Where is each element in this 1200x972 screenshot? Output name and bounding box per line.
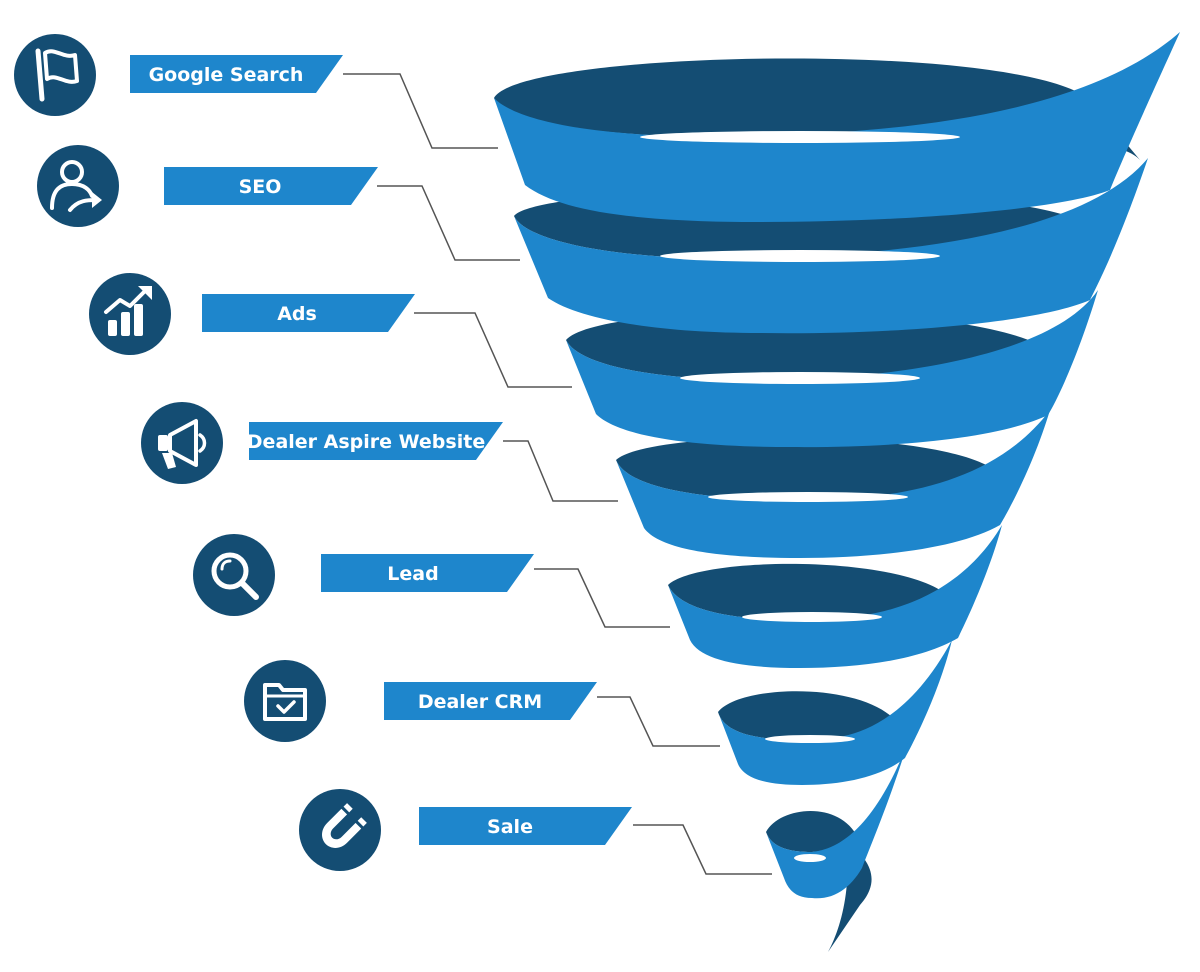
folder-check-icon xyxy=(244,660,326,742)
flag-icon xyxy=(14,34,96,116)
funnel-opening-1 xyxy=(640,131,960,143)
connector-2 xyxy=(377,185,520,261)
stage-label-dealer-crm: Dealer CRM xyxy=(384,682,597,720)
connector-4 xyxy=(503,440,618,502)
stage-label-text: SEO xyxy=(239,176,282,198)
ribbon-front-4 xyxy=(616,410,1050,558)
spiral-funnel xyxy=(494,32,1180,952)
stage-label-google-search: Google Search xyxy=(130,55,343,93)
connector-3 xyxy=(414,312,572,388)
funnel-opening-5 xyxy=(742,612,882,622)
connector-7 xyxy=(633,824,772,875)
funnel-opening-6 xyxy=(765,735,855,743)
user-share-icon xyxy=(37,145,119,227)
ribbon-front-6 xyxy=(718,640,952,785)
stage-label-sale: Sale xyxy=(419,807,632,845)
stage-label-text: Lead xyxy=(387,563,438,585)
funnel-opening-7 xyxy=(794,854,826,862)
stage-label-text: Dealer Aspire Website xyxy=(247,431,485,453)
stage-label-text: Ads xyxy=(277,303,317,325)
stage-label-text: Dealer CRM xyxy=(418,691,542,713)
ribbon-front-1 xyxy=(494,32,1180,222)
funnel-opening-3 xyxy=(680,372,920,384)
ribbon-front-2 xyxy=(514,158,1148,334)
connector-lines xyxy=(343,73,772,875)
connector-1 xyxy=(343,73,498,149)
funnel-opening-4 xyxy=(708,492,908,502)
ribbon-front-3 xyxy=(566,290,1098,448)
stage-label-ads: Ads xyxy=(202,294,415,332)
stage-label-dealer-aspire-website: Dealer Aspire Website xyxy=(247,422,503,460)
stage-label-text: Sale xyxy=(487,816,533,838)
ribbon-front-5 xyxy=(668,525,1002,668)
search-icon xyxy=(193,534,275,616)
connector-5 xyxy=(534,568,670,628)
growth-chart-icon xyxy=(89,273,171,355)
stage-label-seo: SEO xyxy=(164,167,378,205)
stage-label-lead: Lead xyxy=(321,554,534,592)
magnet-icon xyxy=(299,789,381,871)
stage-label-text: Google Search xyxy=(149,64,304,86)
megaphone-icon xyxy=(141,402,223,484)
connector-6 xyxy=(597,696,720,747)
funnel-opening-2 xyxy=(660,250,940,262)
